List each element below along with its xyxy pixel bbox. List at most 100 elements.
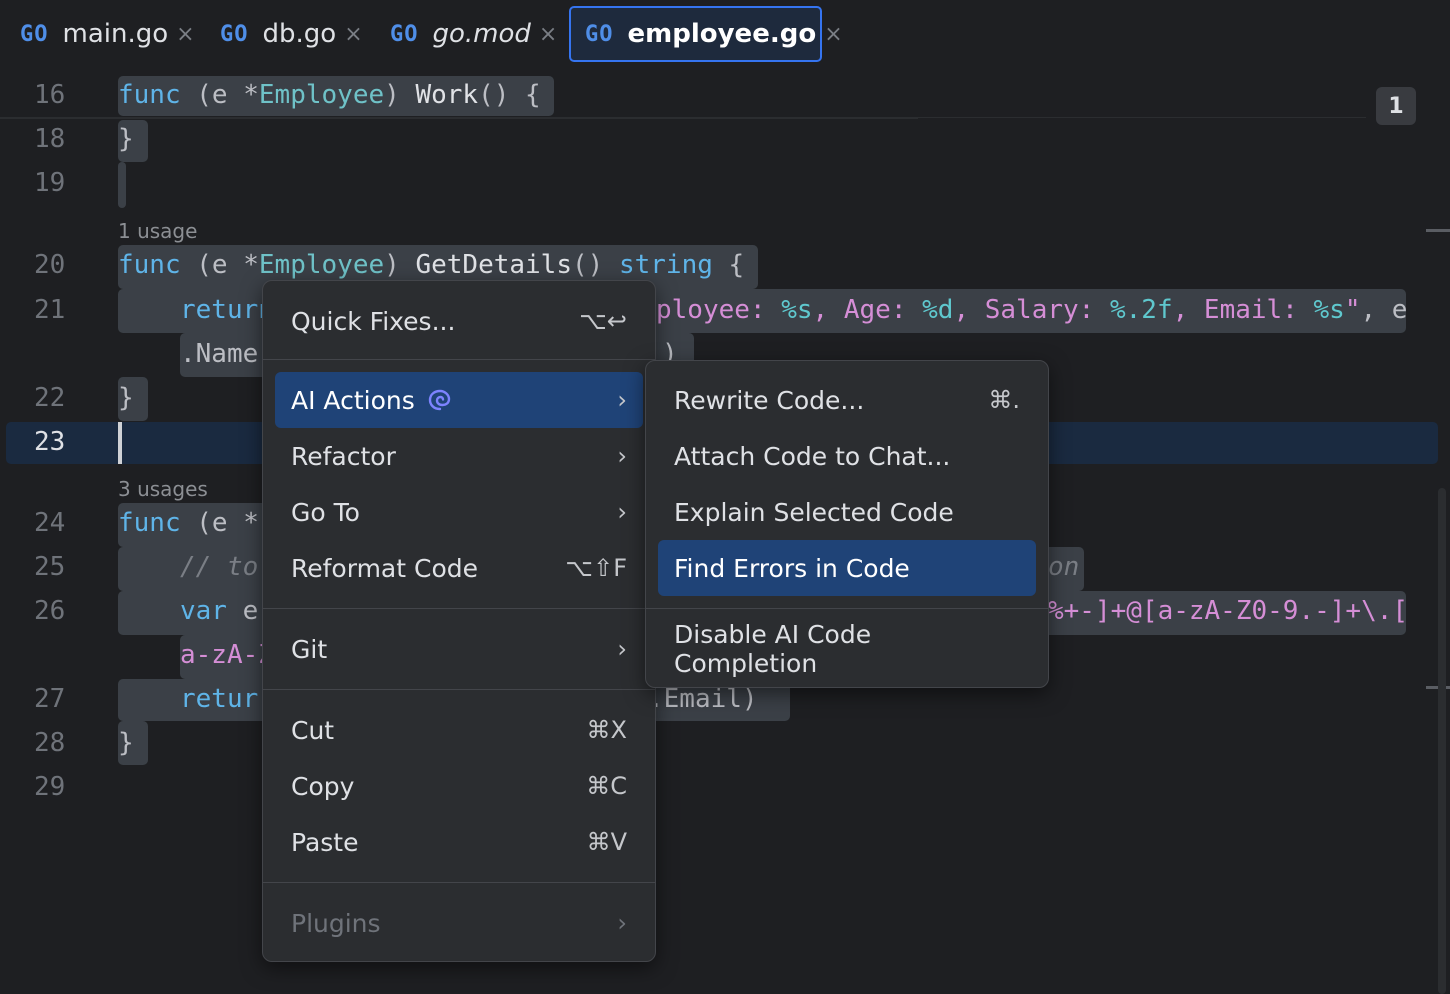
code-line-20[interactable]: func (e *Employee) GetDetails() string { [118,250,744,280]
chevron-right-icon: › [617,386,627,414]
menu-item-ai-actions[interactable]: AI Actions › [275,372,643,428]
code-line-27-right[interactable]: .Email) [648,684,758,714]
menu-item-attach-code-to-chat[interactable]: Attach Code to Chat... [658,428,1036,484]
menu-item-label: Reformat Code [291,554,478,583]
menu-item-label: Paste [291,828,358,857]
code-line-28[interactable]: } [118,728,134,758]
tab-label: main.go [63,19,169,49]
selection-block [118,162,126,208]
code-line-26-wrap[interactable]: a-zA-Z [180,640,274,670]
line-number: 22 [34,383,84,413]
menu-item-rewrite-code[interactable]: Rewrite Code... ⌘. [658,372,1036,428]
code-line-16[interactable]: func (e *Employee) Work() { [118,80,541,110]
line-number: 29 [34,772,84,802]
menu-divider [263,608,655,609]
menu-item-disable-ai-completion[interactable]: Disable AI Code Completion [658,621,1036,677]
editor-tab-bar: GO main.go × GO db.go × GO go.mod × GO e… [0,0,1450,68]
menu-divider [646,608,1048,609]
go-file-icon: GO [585,22,614,47]
menu-item-label: AI Actions [291,386,415,415]
line-number: 18 [34,124,84,154]
close-icon[interactable]: × [344,22,362,47]
menu-item-label: Explain Selected Code [674,498,954,527]
tab-main-go[interactable]: GO main.go × [6,6,209,62]
editor-context-menu: Quick Fixes... ⌥↩ AI Actions › Refactor … [262,280,656,962]
line-number: 16 [34,80,84,110]
menu-item-label: Disable AI Code Completion [674,620,1020,678]
menu-item-find-errors[interactable]: Find Errors in Code [658,540,1036,596]
code-line-27-left[interactable]: retur [180,684,258,714]
code-line-22[interactable]: } [118,383,134,413]
menu-item-copy[interactable]: Copy ⌘C [275,758,643,814]
usage-hint[interactable]: 3 usages [118,477,208,501]
menu-item-label: Cut [291,716,334,745]
code-line-26-left[interactable]: var er [180,596,274,626]
menu-item-reformat-code[interactable]: Reformat Code ⌥⇧F [275,540,643,596]
code-line-18[interactable]: } [118,124,134,154]
shortcut-label: ⌘V [587,828,627,856]
shortcut-label: ⌘X [587,716,627,744]
menu-item-label: Plugins [291,909,381,938]
menu-divider [263,882,655,883]
text-caret [118,422,122,464]
line-number: 28 [34,728,84,758]
line-number: 21 [34,295,84,325]
go-file-icon: GO [390,22,419,47]
tab-db-go[interactable]: GO db.go × [206,6,377,62]
line-number-current: 23 [34,427,84,457]
code-line-21-left[interactable]: return [180,295,274,325]
menu-item-label: Go To [291,498,360,527]
menu-item-plugins[interactable]: Plugins › [275,895,643,951]
menu-item-refactor[interactable]: Refactor › [275,428,643,484]
usage-hint[interactable]: 1 usage [118,219,197,243]
chevron-right-icon: › [617,635,627,663]
close-icon[interactable]: × [824,22,842,47]
menu-item-explain-selected-code[interactable]: Explain Selected Code [658,484,1036,540]
menu-item-cut[interactable]: Cut ⌘X [275,702,643,758]
go-file-icon: GO [20,22,49,47]
menu-divider [263,359,655,360]
code-line-21-right[interactable]: ployee: %s, Age: %d, Salary: %.2f, Email… [656,295,1407,325]
menu-item-label: Copy [291,772,354,801]
code-line-26-right[interactable]: %+-]+@[a-zA-Z0-9.-]+\.[ [1048,596,1408,626]
line-number: 24 [34,508,84,538]
menu-item-label: Quick Fixes... [291,307,455,336]
line-number: 25 [34,552,84,582]
code-line-21-wrap-left[interactable]: .Name [180,339,258,369]
chevron-right-icon: › [617,442,627,470]
ai-spiral-icon [427,387,453,413]
menu-item-label: Refactor [291,442,396,471]
tab-employee-go[interactable]: GO employee.go × [569,6,822,62]
chevron-right-icon: › [617,909,627,937]
tab-label: db.go [263,19,337,49]
menu-item-paste[interactable]: Paste ⌘V [275,814,643,870]
shortcut-label: ⌥⇧F [565,554,627,582]
chevron-right-icon: › [617,498,627,526]
menu-item-label: Find Errors in Code [674,554,910,583]
tab-label: employee.go [628,19,817,49]
vertical-scrollbar[interactable] [1438,488,1446,994]
code-line-25-right[interactable]: on [1048,552,1079,582]
scroll-marker [1426,229,1450,232]
shortcut-label: ⌘. [988,386,1020,414]
close-icon[interactable]: × [176,22,194,47]
menu-item-go-to[interactable]: Go To › [275,484,643,540]
line-number: 20 [34,250,84,280]
line-number: 27 [34,684,84,714]
menu-divider [263,689,655,690]
shortcut-label: ⌘C [586,772,627,800]
line-number: 19 [34,168,84,198]
line-number: 26 [34,596,84,626]
code-line-25-left[interactable]: // to [180,552,258,582]
menu-item-label: Attach Code to Chat... [674,442,950,471]
ai-actions-submenu: Rewrite Code... ⌘. Attach Code to Chat..… [645,360,1049,688]
problems-count-badge[interactable]: 1 [1376,87,1416,125]
close-icon[interactable]: × [539,22,557,47]
code-line-24[interactable]: func (e * [118,508,259,538]
menu-item-git[interactable]: Git › [275,621,643,677]
menu-item-label: Git [291,635,327,664]
sticky-header-divider [0,117,918,119]
tab-go-mod[interactable]: GO go.mod × [376,6,571,62]
menu-item-quick-fixes[interactable]: Quick Fixes... ⌥↩ [275,293,643,349]
tab-label: go.mod [433,19,531,49]
